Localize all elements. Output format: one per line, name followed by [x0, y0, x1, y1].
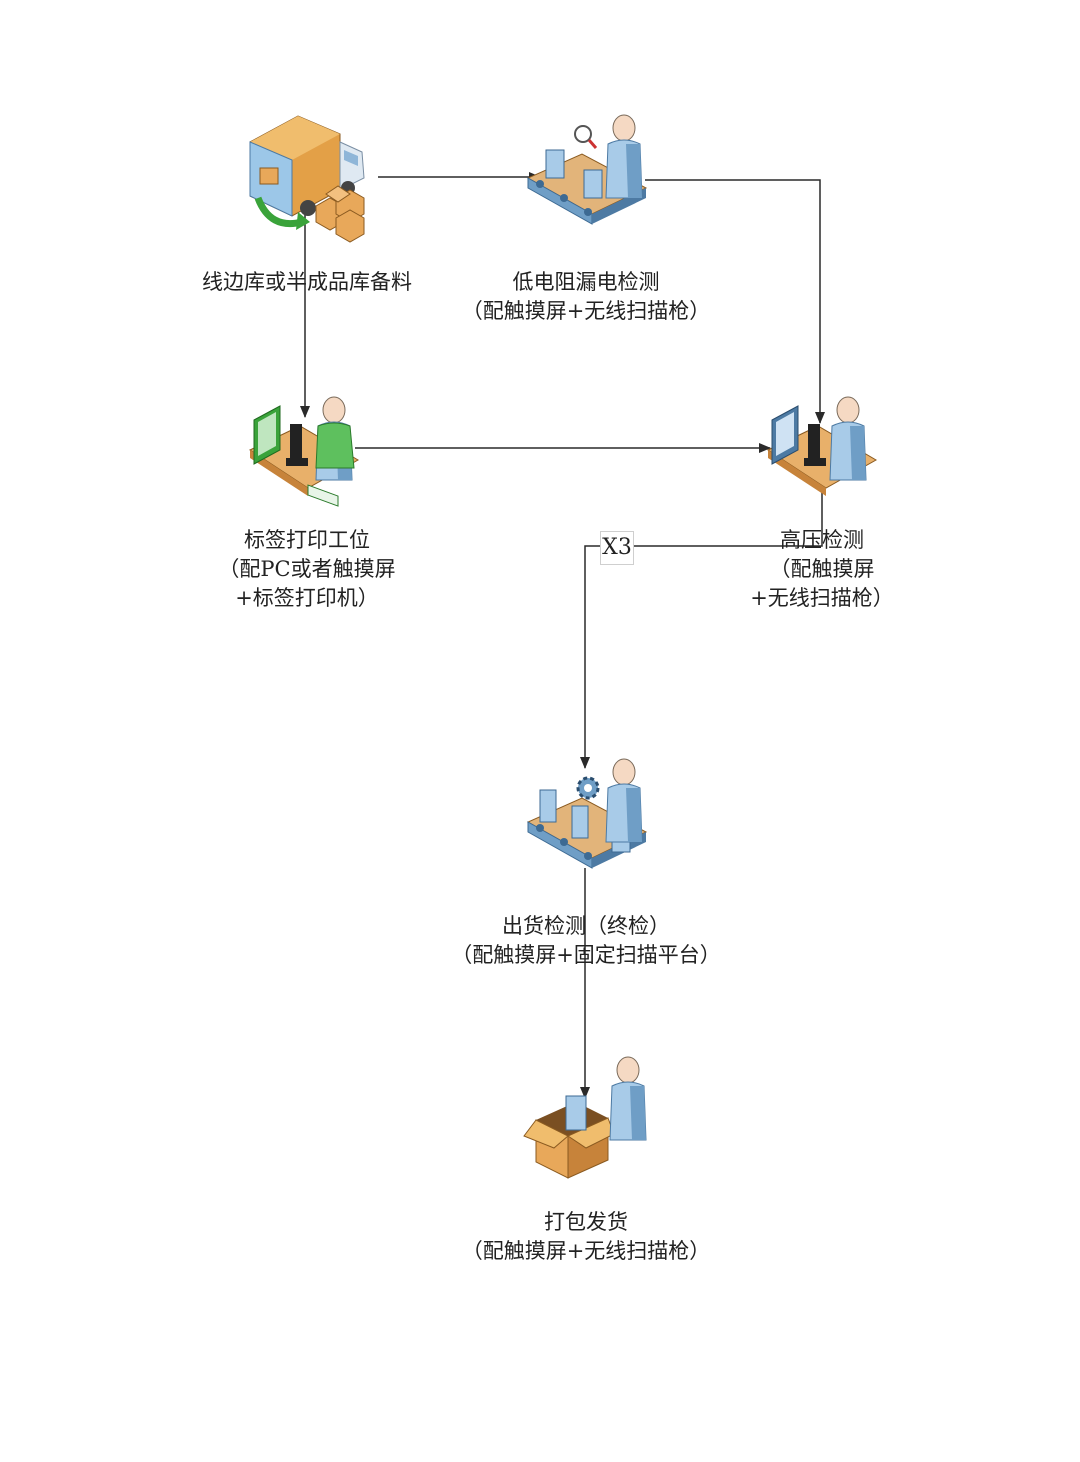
conveyor-gear-icon [526, 758, 648, 869]
edge-high-voltage-to-shipping-check [580, 488, 823, 769]
box-packer-icon [523, 1056, 647, 1179]
label-line: 低电阻漏电检测 [512, 270, 660, 294]
label-line: （配触摸屏 [769, 557, 875, 581]
label-line: （配PC或者触摸屏 [218, 557, 396, 581]
edge-multiplier-label: X3 [600, 531, 634, 565]
label-label-print: 标签打印工位 （配PC或者触摸屏 +标签打印机） [218, 526, 395, 613]
workstation-green-icon [248, 396, 360, 507]
edges [300, 172, 825, 1099]
label-line: （配触摸屏+固定扫描平台） [451, 943, 721, 967]
edge-low-resistance-to-high-voltage [645, 179, 825, 424]
label-line: （配触摸屏+无线扫描枪） [461, 1239, 711, 1263]
label-line: +无线扫描枪） [750, 586, 894, 610]
workstation-blue-icon [766, 396, 878, 496]
label-shipping-check: 出货检测（终检） （配触摸屏+固定扫描平台） [451, 912, 721, 970]
label-high-voltage: 高压检测 （配触摸屏 +无线扫描枪） [750, 526, 894, 613]
truck-boxes-icon [249, 115, 365, 243]
label-line: +标签打印机） [235, 586, 379, 610]
label-line: 出货检测（终检） [501, 914, 670, 938]
label-line: 打包发货 [543, 1210, 628, 1234]
label-low-resistance: 低电阻漏电检测 （配触摸屏+无线扫描枪） [462, 268, 711, 326]
label-packing: 打包发货 （配触摸屏+无线扫描枪） [462, 1208, 711, 1266]
conveyor-inspector-icon [526, 114, 648, 225]
label-line: 线边库或半成品库备料 [202, 270, 412, 294]
label-warehouse: 线边库或半成品库备料 [202, 268, 412, 297]
label-line: 高压检测 [779, 528, 864, 552]
label-line: （配触摸屏+无线扫描枪） [461, 299, 711, 323]
label-line: 标签打印工位 [243, 528, 370, 552]
